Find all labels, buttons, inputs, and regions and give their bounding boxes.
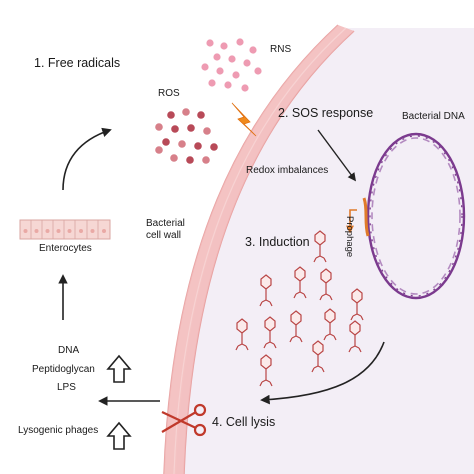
- bacteriophage-icon: [235, 318, 249, 351]
- cell-lysis-label: 4. Cell lysis: [212, 415, 276, 429]
- lysogenic-phages-label: Lysogenic phages: [18, 425, 99, 436]
- sos-response-label: 2. SOS response: [278, 106, 374, 120]
- bacteriophage-icon: [350, 288, 364, 321]
- bacterial-dna-label: Bacterial DNA: [402, 111, 465, 122]
- dna-label: DNA: [58, 345, 80, 356]
- scissors-icon: [161, 403, 207, 437]
- enterocyte-layer-icon: [19, 219, 111, 240]
- bacterial-cell-wall-label-line1: Bacterial: [146, 218, 185, 229]
- bacteriophage-icon: [311, 340, 325, 373]
- cell-wall-inner-line: [173, 27, 347, 474]
- redox-imbalances-label: Redox imbalances: [246, 165, 329, 176]
- bacterial-cell-wall-label-line2: cell wall: [146, 230, 182, 241]
- lps-label: LPS: [57, 382, 76, 393]
- hollow-up-arrow-icon: [106, 354, 132, 450]
- bacteriophage-icon: [259, 354, 273, 387]
- bacteriophage-icon: [289, 310, 303, 343]
- induction-label: 3. Induction: [245, 235, 310, 249]
- lightning-bolt-icon: [231, 102, 257, 137]
- arrow-sos-to-prophage: [317, 129, 356, 182]
- enterocytes-label: Enterocytes: [39, 243, 92, 254]
- bacteriophage-icon: [263, 316, 277, 349]
- bacteriophage-icon: [348, 320, 362, 353]
- bacterial-dna-icon: [366, 132, 466, 300]
- ros-label: ROS: [158, 88, 180, 99]
- prophage-icon: [346, 197, 370, 237]
- bacterial-cell-interior: [176, 28, 474, 474]
- arrow-enterocytes-to-free-radicals: [62, 127, 112, 191]
- bacteriophage-group: [235, 230, 364, 387]
- free-radicals-label: 1. Free radicals: [34, 56, 121, 70]
- arrow-to-cell-lysis: [260, 341, 385, 405]
- rns-molecules-icon: [201, 38, 262, 92]
- bacteriophage-icon: [319, 268, 333, 301]
- prophage-label: Prophage: [344, 216, 355, 258]
- bacteriophage-icon: [323, 308, 337, 341]
- bacteriophage-icon: [293, 266, 307, 299]
- ros-molecules-icon: [155, 108, 218, 164]
- peptidoglycan-label: Peptidoglycan: [32, 364, 95, 375]
- cell-wall-fill: [164, 25, 354, 474]
- bacteriophage-icon: [313, 230, 327, 263]
- bacteriophage-icon: [259, 274, 273, 307]
- rns-label: RNS: [270, 44, 292, 55]
